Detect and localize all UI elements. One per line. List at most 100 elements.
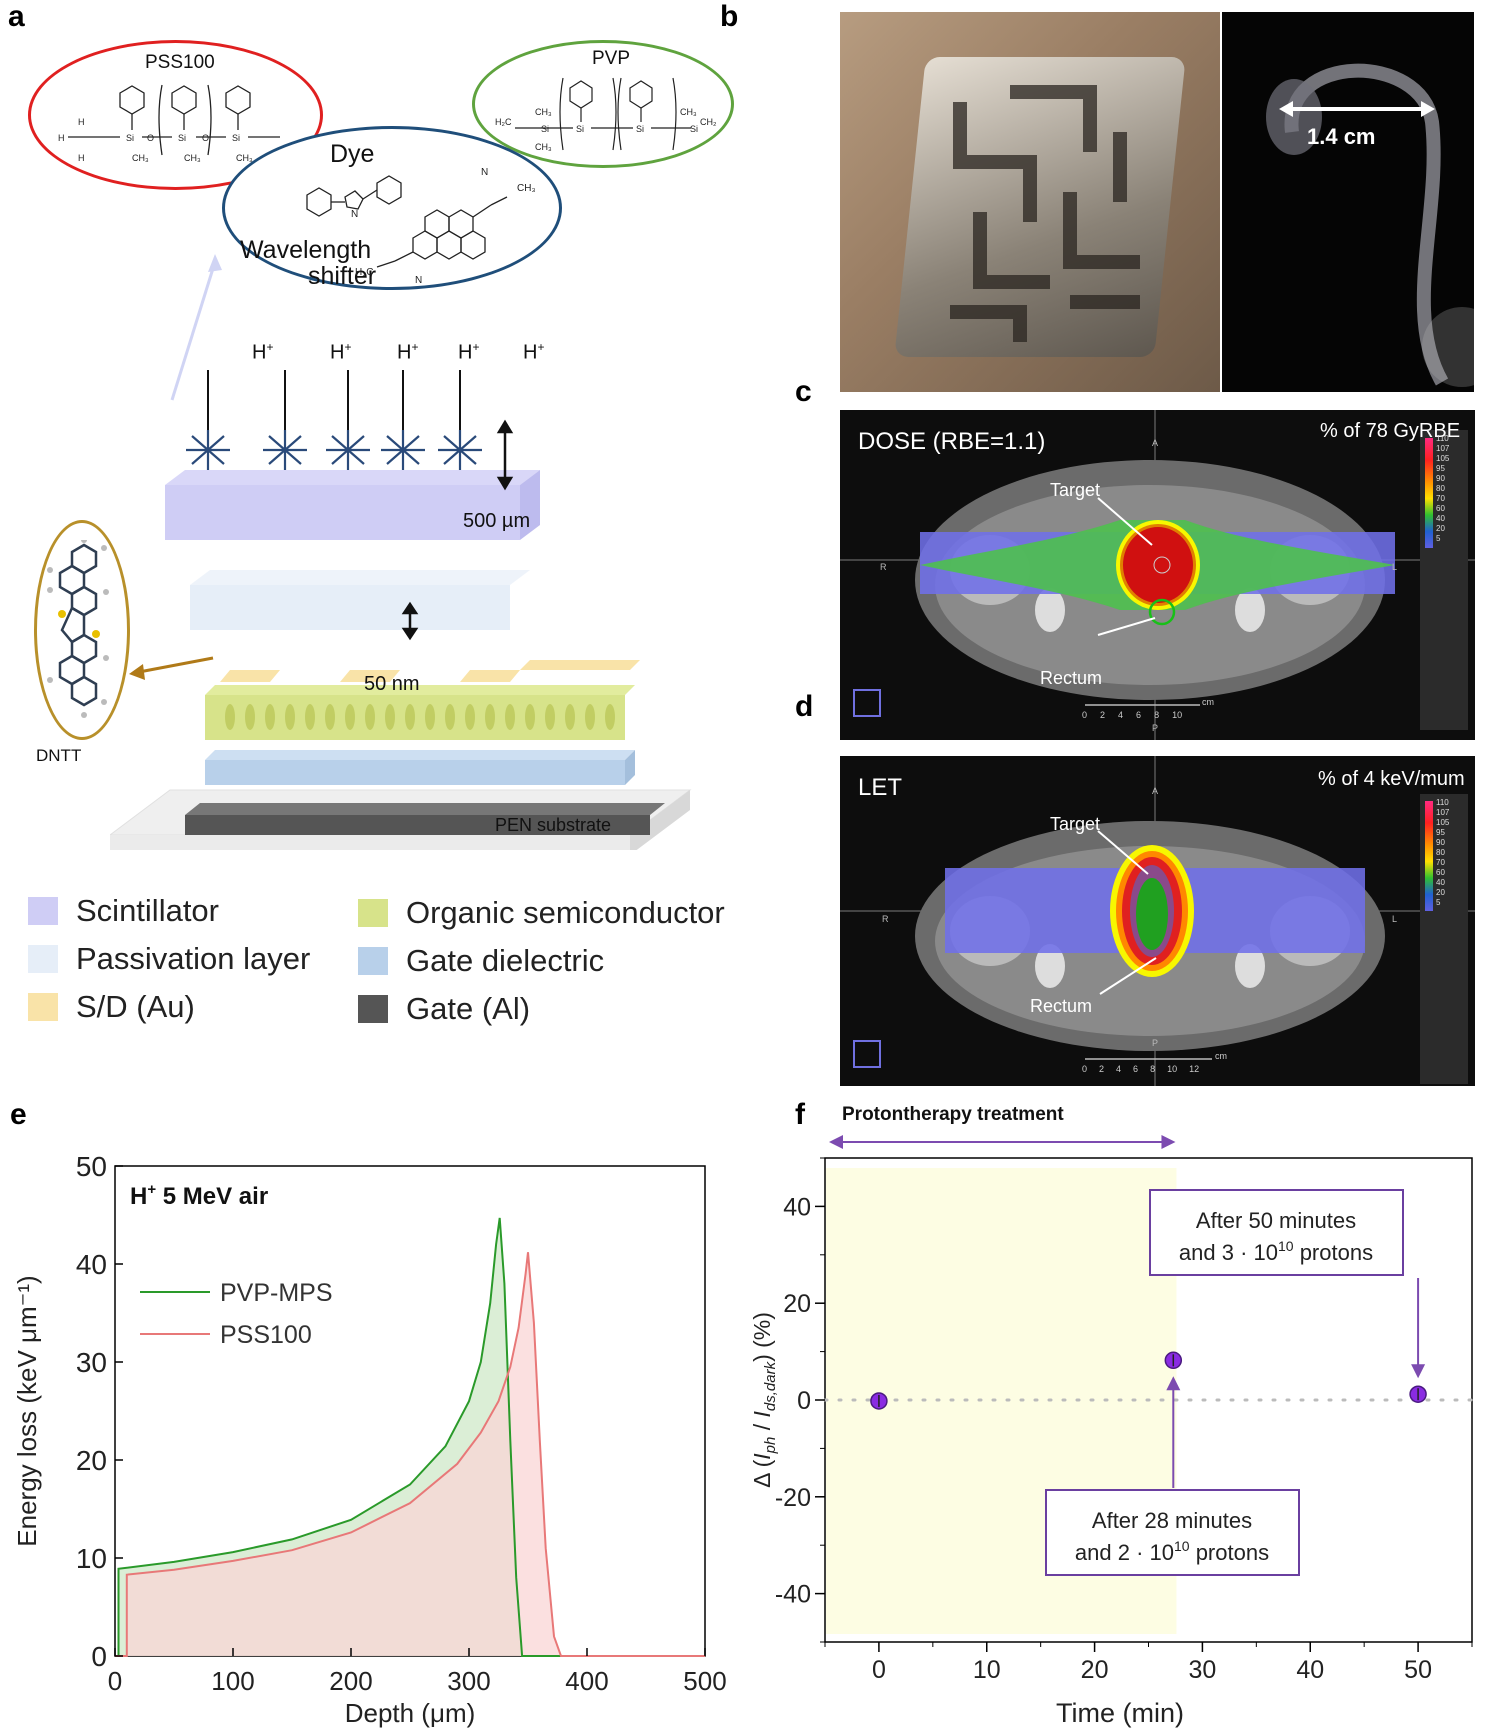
let-colorbar-label: 60 — [1436, 868, 1445, 877]
y-tick-label: 30 — [76, 1347, 107, 1378]
dose-colorbar-label: 40 — [1436, 514, 1445, 523]
dose-colorbar-label: 110 — [1436, 434, 1449, 443]
svg-text:N: N — [351, 209, 358, 220]
ct-dose-panel: DOSE (RBE=1.1) % of 78 GyRBE Target Rect… — [840, 410, 1475, 740]
svg-text:Si: Si — [126, 133, 134, 143]
pss100-label: PSS100 — [145, 52, 215, 73]
dose-scale-tick: 10 — [1172, 710, 1183, 720]
x-tick-label: 0 — [108, 1666, 122, 1696]
annotation-28min-line1: After 28 minutes — [1092, 1508, 1252, 1533]
series-line-0 — [115, 1217, 705, 1657]
proton-charge-4: + — [472, 340, 480, 354]
x-tick-label: 200 — [329, 1666, 372, 1696]
dose-scale-unit: cm — [1202, 697, 1214, 707]
dose-colorbar-label: 60 — [1436, 504, 1445, 513]
device-stack — [110, 370, 692, 850]
legend-label-scintillator: Scintillator — [76, 893, 219, 928]
svg-text:CH₂: CH₂ — [700, 117, 717, 127]
let-colorbar-label: 107 — [1436, 808, 1450, 817]
legend-gate: Gate (Al) — [358, 991, 530, 1027]
dntt-structure — [47, 540, 109, 718]
ct-let-image — [840, 756, 1475, 1086]
panel-label-f: f — [795, 1098, 805, 1131]
pss100-ellipse — [28, 40, 323, 190]
dose-rectum-label: Rectum — [1040, 668, 1103, 688]
annotation-box-28min — [1045, 1489, 1300, 1576]
dose-colorbar-label: 107 — [1436, 444, 1450, 453]
dose-scale-tick: 4 — [1118, 710, 1124, 720]
dose-colorbar-label: 90 — [1436, 474, 1445, 483]
svg-text:O: O — [147, 133, 154, 143]
svg-text:CH₃: CH₃ — [184, 153, 201, 163]
panel-label-b: b — [720, 0, 739, 33]
dose-title: DOSE (RBE=1.1) — [858, 428, 1046, 455]
let-colorbar-label: 90 — [1436, 838, 1445, 847]
panel-label-e: e — [10, 1098, 27, 1131]
x-tick-label: 40 — [1296, 1656, 1324, 1684]
let-scale-tick: 4 — [1116, 1064, 1122, 1074]
x-tick-label: 30 — [1189, 1656, 1217, 1684]
dose-colorbar-label: 95 — [1436, 464, 1445, 473]
scintillator-layer — [165, 485, 520, 540]
let-scale-tick: 0 — [1082, 1064, 1088, 1074]
svg-text:N: N — [481, 167, 488, 178]
x-tick-label: 300 — [447, 1666, 490, 1696]
x-tick-label: 50 — [1404, 1656, 1432, 1684]
y-tick-label: 20 — [76, 1445, 107, 1476]
dose-target-label: Target — [1050, 480, 1101, 500]
svg-text:CH₃: CH₃ — [132, 153, 149, 163]
arrowhead-50min — [1411, 1364, 1426, 1379]
let-scale-unit: cm — [1215, 1051, 1227, 1061]
let-orient-right: L — [1392, 914, 1398, 924]
pvp-ellipse — [472, 40, 734, 168]
measure-arrow — [1279, 101, 1435, 117]
arrowhead-28min — [1166, 1376, 1181, 1391]
scintillator-thickness-label: 500 µm — [463, 510, 531, 532]
y-tick-label: 50 — [76, 1151, 107, 1182]
proton-symbol-1: H — [252, 341, 267, 364]
svg-text:Si: Si — [636, 124, 644, 134]
proton-label-5: H+ — [523, 340, 544, 365]
treatment-arrowhead-left — [829, 1135, 843, 1149]
dose-unit: % of 78 GyRBE — [1320, 420, 1461, 442]
y-tick-label: 40 — [76, 1249, 107, 1280]
panel-label-a: a — [8, 0, 25, 33]
annotation-box-50min — [1149, 1189, 1404, 1276]
svg-text:O: O — [202, 133, 209, 143]
treatment-arrowhead-right — [1161, 1135, 1176, 1149]
x-tick-label: 400 — [565, 1666, 608, 1696]
y-tick-label: -20 — [775, 1484, 811, 1512]
svg-text:H: H — [78, 153, 85, 163]
x-axis-label: Depth (μm) — [345, 1698, 476, 1728]
semiconductor-thickness-label: 50 nm — [364, 673, 420, 695]
proton-label-2: H+ — [330, 340, 351, 365]
dntt-arrow — [129, 656, 214, 680]
svg-text:H₂C: H₂C — [495, 117, 512, 127]
x-tick-label: 20 — [1081, 1656, 1109, 1684]
y-axis-label: Δ (Iph / Ids,dark) (%) — [749, 1312, 779, 1488]
legend-source-drain: S/D (Au) — [28, 989, 195, 1025]
let-unit: % of 4 keV/mum — [1318, 768, 1465, 790]
y-tick-label: -40 — [775, 1581, 811, 1609]
x-axis-label: Time (min) — [1056, 1698, 1184, 1728]
svg-text:CH₃: CH₃ — [517, 183, 536, 194]
proton-label-3: H+ — [397, 340, 418, 365]
legend-label-gate: Gate (Al) — [406, 991, 531, 1026]
let-colorbar-label: 80 — [1436, 848, 1445, 857]
let-scale-tick: 12 — [1189, 1064, 1200, 1074]
y-tick-label: 0 — [797, 1387, 811, 1415]
y-tick-label: 10 — [76, 1543, 107, 1574]
proton-label-1: H+ — [252, 340, 273, 365]
x-tick-label: 500 — [683, 1666, 726, 1696]
chart-title: H+ 5 MeV air — [130, 1181, 268, 1210]
proton-charge-2: + — [344, 340, 352, 354]
legend-swatch-passivation — [28, 945, 58, 973]
dose-orient-top: A — [1152, 438, 1159, 448]
svg-text:CH₃: CH₃ — [535, 107, 552, 117]
pvp-label: PVP — [592, 48, 631, 69]
dose-orient-left: R — [880, 562, 887, 572]
